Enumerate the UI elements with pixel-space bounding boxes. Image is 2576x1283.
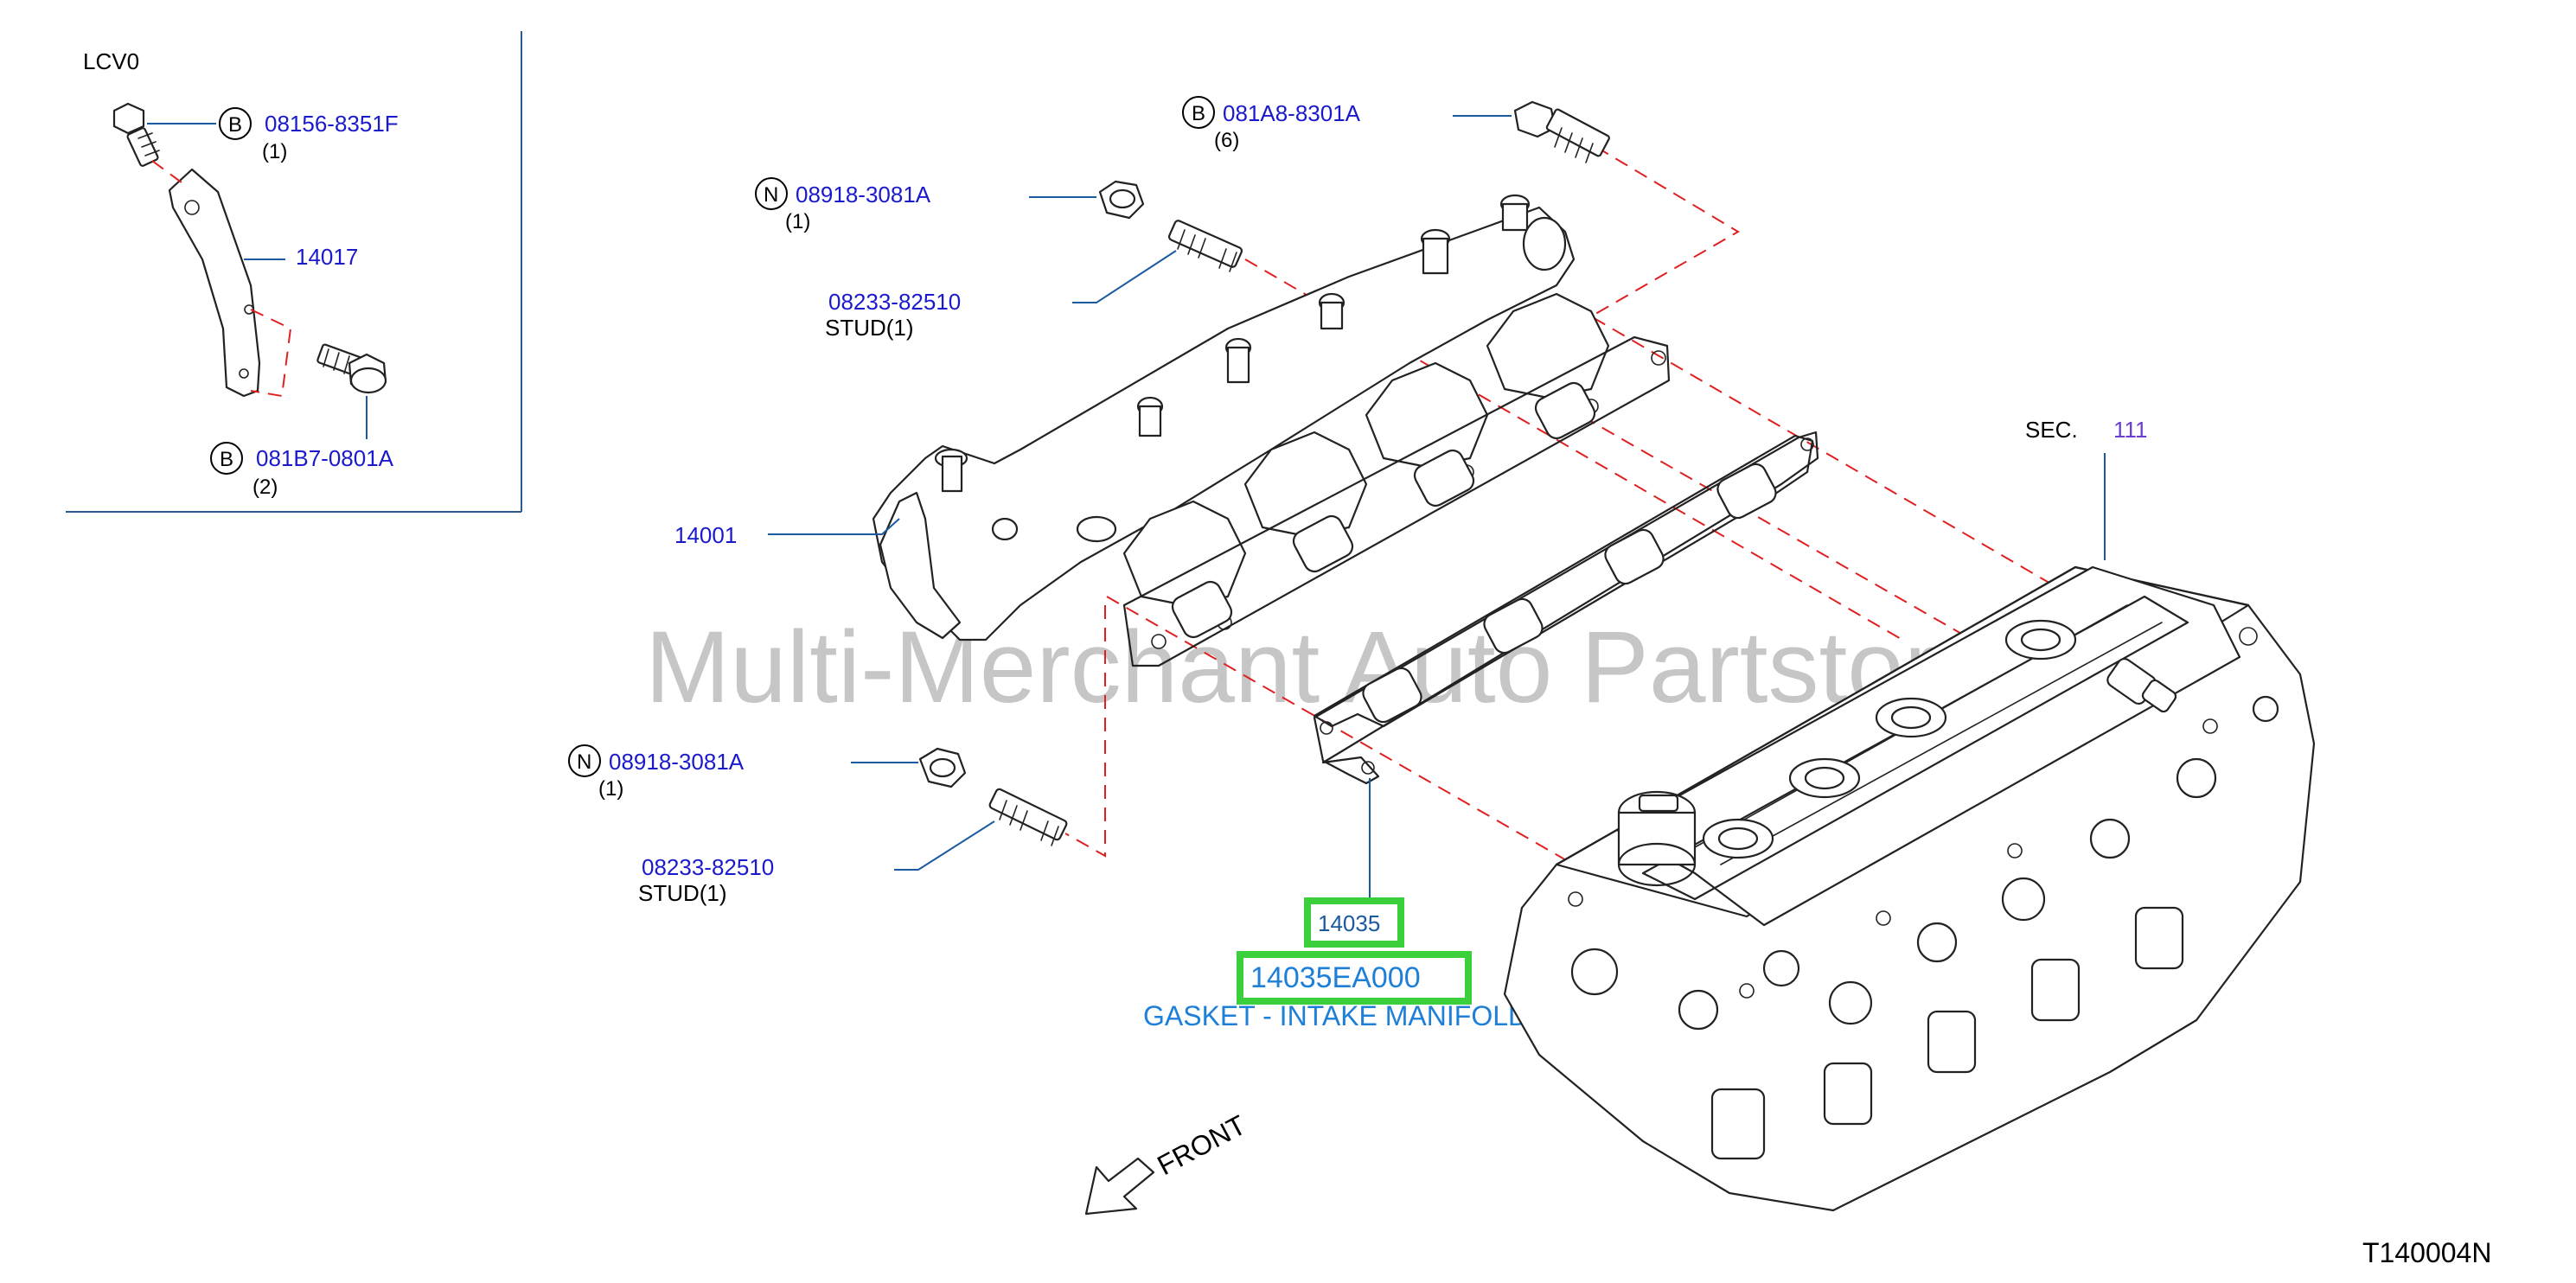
inset-bolt-top-icon: [112, 102, 160, 167]
part-link-14035[interactable]: 14035: [1318, 910, 1380, 936]
qty-label: (2): [252, 476, 278, 499]
leader-line: [894, 820, 995, 871]
tag-circle: [755, 177, 788, 210]
nut-upper-icon: [1098, 180, 1145, 220]
front-arrow-icon: [1084, 1157, 1155, 1216]
inset-panel: LCV0 B 08156-8351F (1) 14017: [66, 31, 522, 513]
leader-line: [1072, 250, 1177, 303]
nut-lower-icon: [918, 747, 967, 788]
highlight-box-part: [1237, 951, 1472, 1005]
tag-letter: N: [764, 183, 778, 207]
leader-line: [768, 518, 900, 535]
bolt-081A8-icon: [1513, 100, 1610, 163]
tag-letter: B: [1192, 102, 1205, 125]
qty-label: (1): [785, 210, 810, 233]
stud-desc-label: STUD(1): [825, 315, 914, 341]
part-link-08918-3081A-upper[interactable]: 08918-3081A: [796, 182, 931, 207]
inset-bolt-bottom-icon: [316, 343, 387, 394]
stud-lower-icon: [988, 788, 1068, 846]
gasket-part-number[interactable]: 14035EA000: [1250, 961, 1421, 994]
dashed-guide: [151, 160, 186, 186]
part-link-08156-8351F[interactable]: 08156-8351F: [265, 111, 399, 137]
manifold-14001-icon: [872, 194, 1671, 667]
part-link-081B7-0801A[interactable]: 081B7-0801A: [256, 445, 394, 471]
diagram-code: T140004N: [2362, 1237, 2491, 1268]
front-label: FRONT: [1152, 1109, 1250, 1182]
section-label: SEC.: [2025, 417, 2078, 443]
gasket-14035-icon: [1313, 431, 1819, 785]
tag-letter: N: [577, 750, 591, 774]
qty-label: (1): [262, 140, 287, 163]
highlight-box-ref: [1304, 897, 1404, 948]
qty-label: (1): [598, 777, 623, 801]
tag-circle: [1182, 96, 1215, 129]
tag-circle: [568, 744, 601, 777]
watermark: Multi-Merchant Auto Partstore: [645, 610, 1995, 724]
inset-title: LCV0: [83, 48, 139, 74]
part-link-14017[interactable]: 14017: [296, 244, 358, 270]
part-link-081A8-8301A[interactable]: 081A8-8301A: [1223, 100, 1361, 126]
qty-label: (6): [1214, 129, 1239, 152]
bracket-icon: [168, 168, 261, 398]
section-number-link[interactable]: 111: [2113, 417, 2148, 443]
stud-desc-label: STUD(1): [638, 880, 727, 906]
stud-upper-icon: [1167, 220, 1243, 272]
tag-letter: B: [228, 113, 242, 137]
dashed-guide: [250, 309, 292, 398]
cylinder-head-icon: [1503, 565, 2316, 1212]
part-link-14001[interactable]: 14001: [674, 522, 737, 548]
part-link-08918-3081A-lower[interactable]: 08918-3081A: [609, 749, 745, 775]
tag-circle: [210, 442, 243, 475]
tag-circle: [219, 107, 252, 140]
tag-letter: B: [220, 448, 233, 471]
part-link-08233-82510-lower[interactable]: 08233-82510: [642, 854, 774, 880]
part-link-08233-82510-upper[interactable]: 08233-82510: [828, 289, 961, 315]
gasket-name: GASKET - INTAKE MANIFOLD: [1143, 1000, 1528, 1031]
